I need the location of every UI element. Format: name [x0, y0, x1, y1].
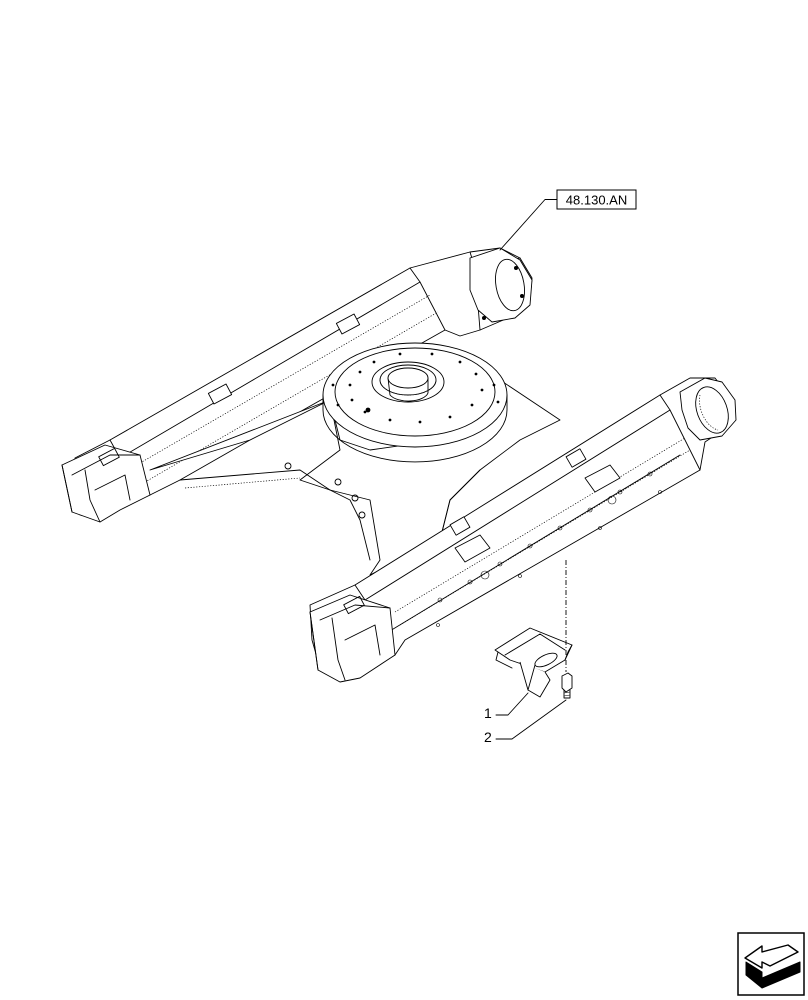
callout-1: 1 — [484, 692, 529, 721]
reference-leader-line — [499, 199, 558, 251]
reference-label: 48.130.AN — [566, 193, 627, 208]
callout-2-number: 2 — [484, 729, 492, 745]
rail-bolt-holes — [436, 471, 662, 627]
right-rail-end-block — [309, 594, 396, 683]
right-idler-bracket — [679, 377, 737, 441]
undercarriage-frame — [61, 247, 737, 683]
left-rail-end-block — [61, 444, 151, 523]
callout-1-number: 1 — [484, 705, 492, 721]
bolt-part — [561, 672, 573, 699]
callout-1-leader — [495, 692, 529, 716]
callout-2: 2 — [484, 699, 567, 745]
swing-bearing — [322, 342, 508, 463]
next-page-arrow-icon[interactable] — [737, 932, 805, 996]
reference-callout: 48.130.AN — [499, 189, 637, 251]
guard-bracket-part — [494, 627, 573, 698]
left-idler-bracket — [469, 247, 533, 323]
callout-2-leader — [495, 699, 567, 740]
